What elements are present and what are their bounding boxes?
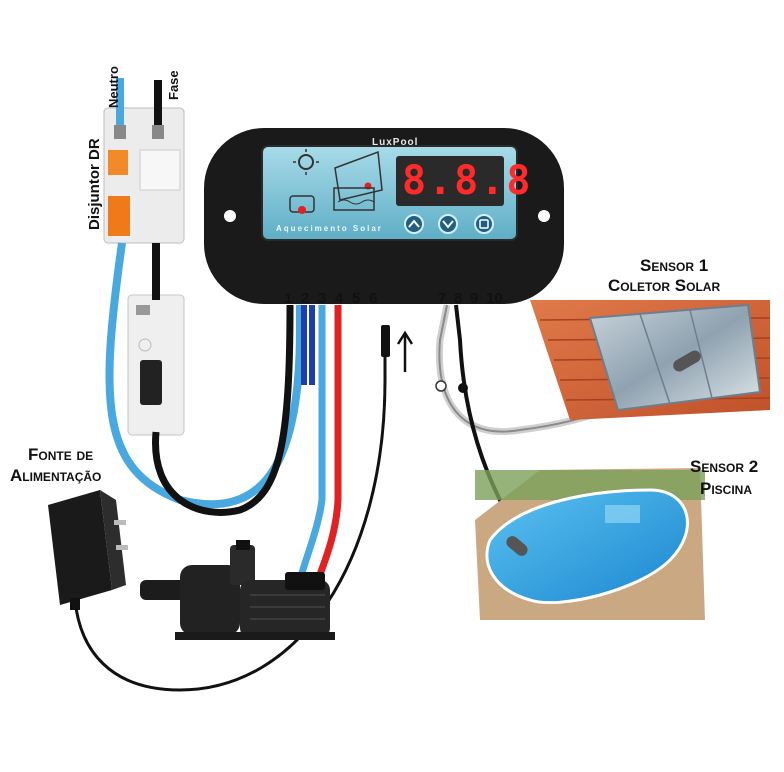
mount-hole-right	[538, 210, 550, 222]
display	[396, 156, 504, 206]
arrow-down-button[interactable]	[438, 214, 458, 234]
terminal-4: 4	[335, 290, 344, 307]
terminal-2: 2	[301, 290, 310, 307]
terminal-1: 1	[284, 290, 293, 307]
terminal-7: 7	[438, 290, 447, 307]
pump-icon	[140, 540, 335, 640]
dc-plug	[381, 325, 390, 357]
piscina-scene	[475, 468, 705, 620]
label-fase: Fase	[166, 70, 181, 100]
label-sensor1-sub: Coletor Solar	[608, 276, 721, 295]
power-adapter-icon	[48, 490, 128, 610]
arrow-up-button[interactable]	[404, 214, 424, 234]
mount-hole-left	[224, 210, 236, 222]
controller-luxpool	[204, 128, 564, 304]
label-fonte-sub: Alimentação	[10, 466, 102, 485]
coletor-solar-scene	[530, 300, 771, 420]
label-disjuntor: Disjuntor DR	[86, 138, 103, 230]
brand-label: LuxPool	[372, 137, 419, 148]
label-neutro: Neutro	[106, 66, 121, 108]
panel-caption: Aquecimento Solar	[276, 224, 383, 233]
terminal-6: 6	[369, 290, 378, 307]
display-digits: 8.8.8	[402, 158, 533, 204]
sensor1-probe	[673, 350, 701, 372]
wire-black-fase	[152, 304, 294, 516]
label-sensor1-title: Sensor 1	[640, 256, 709, 275]
disjuntor-simples	[127, 294, 185, 436]
terminal-10: 10	[486, 290, 503, 307]
sensor2-probe	[506, 536, 528, 556]
terminal-8: 8	[454, 290, 463, 307]
set-button[interactable]	[474, 214, 494, 234]
terminal-3: 3	[318, 290, 327, 307]
wire-fonte	[73, 345, 387, 692]
sun-icon	[298, 154, 314, 170]
label-sensor2-sub: Piscina	[700, 479, 753, 498]
label-fonte-title: Fonte de	[28, 445, 94, 464]
pool-icon	[333, 187, 375, 211]
terminal-9: 9	[470, 290, 479, 307]
arrow-up-icon	[396, 330, 414, 372]
disjuntor-dr	[103, 107, 185, 244]
terminal-5: 5	[352, 290, 361, 307]
label-sensor2-title: Sensor 2	[690, 457, 759, 476]
